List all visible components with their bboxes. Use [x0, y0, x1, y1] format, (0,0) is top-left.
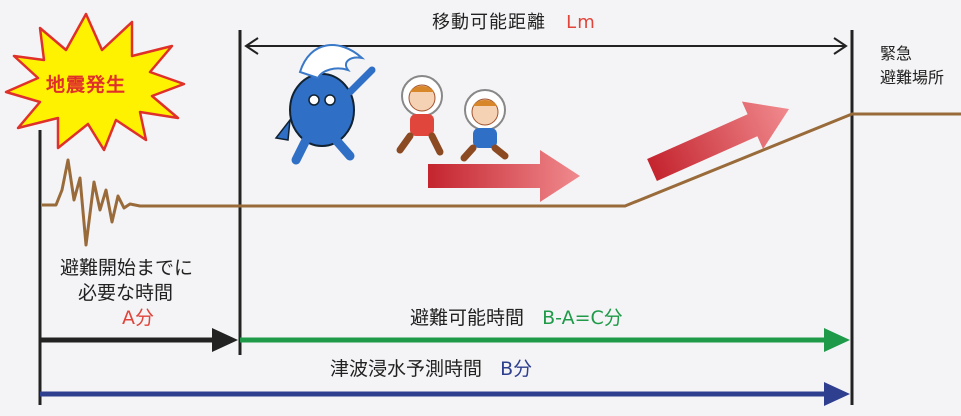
ground-line — [42, 112, 961, 247]
evacuee-child-icon — [396, 75, 444, 156]
tsunami-time-value: B分 — [500, 358, 533, 380]
prep-time-label-line1: 避難開始までに — [60, 257, 194, 279]
prep-time-value: A分 — [122, 307, 154, 329]
evacuee-child-icon — [460, 89, 509, 162]
shelter-label-line2: 避難場所 — [880, 68, 945, 87]
tsunami-monster-icon — [274, 44, 376, 165]
distance-dimension-arrow — [244, 37, 848, 55]
movement-arrow-slope — [647, 101, 790, 181]
evac-time-arrow — [240, 328, 850, 352]
earthquake-label: 地震発生 — [46, 74, 127, 96]
distance-label: 移動可能距離 Lm — [432, 14, 596, 32]
tsunami-time-arrow — [40, 382, 850, 406]
prep-time-label-line2: 必要な時間 — [78, 282, 174, 304]
shelter-label-line1: 緊急 — [880, 44, 913, 63]
movement-arrow-flat — [428, 150, 580, 202]
distance-unit: Lm — [566, 12, 596, 33]
tsunami-time-text: 津波浸水予測時間 — [330, 358, 483, 380]
tsunami-time-label: 津波浸水予測時間 B分 — [330, 360, 532, 379]
evac-time-formula: B-A=C分 — [542, 307, 623, 329]
distance-text: 移動可能距離 — [432, 12, 546, 33]
prep-time-arrow — [40, 328, 238, 352]
earthquake-burst-icon — [4, 12, 186, 152]
evac-time-label: 避難可能時間 B-A=C分 — [410, 309, 623, 328]
evac-time-text: 避難可能時間 — [410, 307, 525, 329]
